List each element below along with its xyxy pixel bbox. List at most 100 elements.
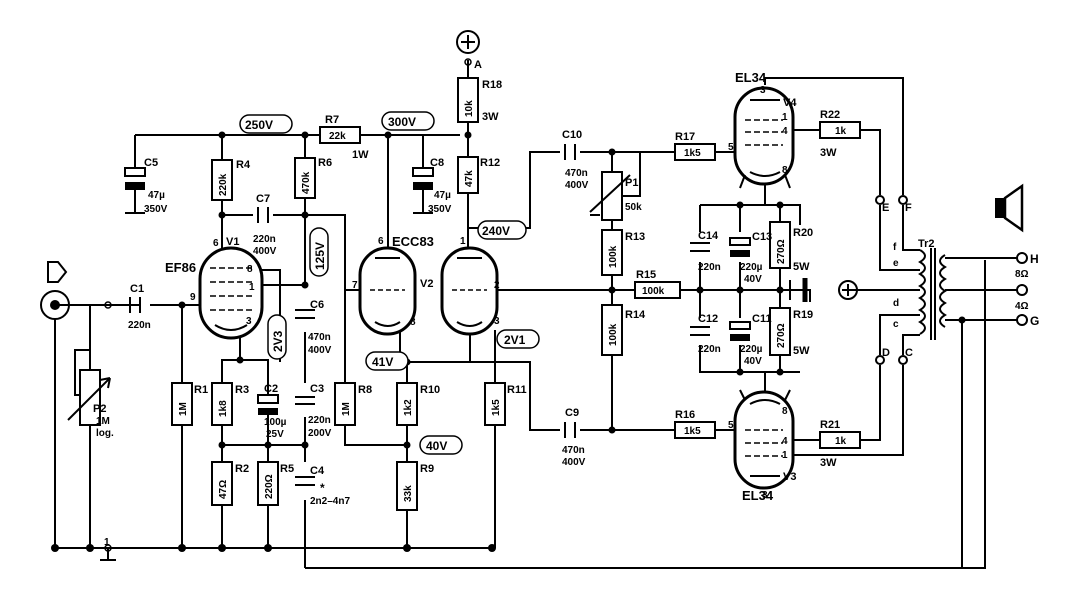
- wiring: [55, 60, 1018, 569]
- text-labels: 250V 300V 240V 125V 2V3 41V 2V1 40V EF86…: [93, 59, 1039, 548]
- tap-c: c: [893, 319, 899, 330]
- tube-label-V1-ref: V1: [226, 236, 239, 248]
- tap-E: E: [882, 202, 889, 214]
- voltage-240: 240V: [482, 224, 510, 238]
- label-C3: C3: [310, 383, 324, 395]
- rating-R21: 3W: [820, 457, 837, 469]
- label-R5: R5: [280, 463, 294, 475]
- label-P1: P1: [625, 177, 638, 189]
- resistor-R19: [769, 307, 791, 356]
- voltage-41: 41V: [372, 355, 393, 369]
- tap-C: C: [905, 347, 913, 359]
- label-R19: R19: [793, 309, 813, 321]
- tube-label-V3-ref: V3: [783, 471, 796, 483]
- label-C8: C8: [430, 157, 444, 169]
- rating-C7: 400V: [253, 246, 277, 257]
- resistor-R7: [319, 126, 361, 144]
- voltage-pills: [239, 111, 540, 455]
- rating-C10: 400V: [565, 180, 589, 191]
- pin-label: 8: [782, 165, 788, 176]
- input-jack: [40, 261, 112, 552]
- label-C9: C9: [565, 407, 579, 419]
- resistor-R6: [294, 157, 316, 199]
- rating-C6: 400V: [308, 345, 332, 356]
- label-R22: R22: [820, 109, 840, 121]
- value-C6: 470n: [308, 332, 331, 343]
- pin-label: 3: [760, 85, 766, 96]
- resistor-R13: [601, 229, 623, 276]
- value-R18: 10k: [464, 100, 475, 117]
- label-C12: C12: [698, 313, 718, 325]
- label-R9: R9: [420, 463, 434, 475]
- value-R22: 1k: [835, 126, 847, 137]
- value-R10: 1k2: [403, 399, 414, 416]
- resistor-R5: [257, 461, 279, 506]
- pin-label: 1: [460, 236, 466, 247]
- tube-V4: [733, 86, 795, 189]
- value-C5: 47µ: [148, 190, 165, 201]
- label-P2: P2: [93, 403, 106, 415]
- mark-C4: *: [320, 481, 325, 495]
- label-C14: C14: [698, 230, 719, 242]
- pin-label: 3: [246, 316, 252, 327]
- label-R20: R20: [793, 227, 813, 239]
- rating-C3: 200V: [308, 428, 332, 439]
- value-R11: 1k5: [491, 399, 502, 416]
- output-8ohm: 8Ω: [1015, 269, 1029, 280]
- label-R17: R17: [675, 131, 695, 143]
- pin-label: 4: [782, 436, 788, 447]
- value-R19: 270Ω: [776, 323, 787, 348]
- output-H: H: [1030, 252, 1039, 266]
- label-R12: R12: [480, 157, 500, 169]
- value-R14: 100k: [608, 323, 619, 346]
- value-R21: 1k: [835, 436, 847, 447]
- ground-label: 1: [104, 537, 110, 548]
- resistor-R18: [457, 77, 479, 123]
- pin-label: 6: [213, 238, 219, 249]
- value-C9: 470n: [562, 445, 585, 456]
- rating-C9: 400V: [562, 457, 586, 468]
- label-R1: R1: [194, 384, 208, 396]
- label-R4: R4: [236, 159, 251, 171]
- resistor-R20: [769, 221, 791, 269]
- label-R18: R18: [482, 79, 502, 91]
- resistor-R3: [211, 382, 233, 426]
- value-R1: 1M: [178, 402, 189, 416]
- output-terminals: [1016, 252, 1028, 326]
- label-R13: R13: [625, 231, 645, 243]
- label-R16: R16: [675, 409, 695, 421]
- label-C10: C10: [562, 129, 582, 141]
- value-C11: 220µ: [740, 344, 763, 355]
- label-R6: R6: [318, 157, 332, 169]
- tap-F: F: [905, 202, 912, 214]
- label-R11: R11: [507, 384, 527, 396]
- tube-label-V2-ref: V2: [420, 278, 433, 290]
- value-R6: 470k: [301, 171, 312, 194]
- resistor-R1: [171, 382, 193, 426]
- pin-label: 9: [190, 292, 196, 303]
- label-C6: C6: [310, 299, 324, 311]
- tube-label-V4-ref: V4: [783, 97, 797, 109]
- value-P1: 50k: [625, 202, 642, 213]
- value-R20: 270Ω: [776, 239, 787, 264]
- resistor-R11: [484, 382, 506, 426]
- label-R21: R21: [820, 419, 840, 431]
- rating-C5: 350V: [144, 204, 168, 215]
- voltage-2v1: 2V1: [504, 333, 526, 347]
- resistor-R8: [334, 382, 356, 426]
- label-R2: R2: [235, 463, 249, 475]
- value-C7: 220n: [253, 234, 276, 245]
- label-C7: C7: [256, 193, 270, 205]
- resistor-R14: [601, 304, 623, 356]
- tube-label-V3-type: EL34: [742, 488, 774, 503]
- label-C2: C2: [264, 383, 278, 395]
- label-C5: C5: [144, 157, 158, 169]
- voltage-125: 125V: [313, 242, 327, 270]
- value-R2: 47Ω: [218, 480, 229, 499]
- pot-P1: [601, 171, 623, 221]
- label-C4: C4: [310, 465, 325, 477]
- pin-label: 4: [782, 126, 788, 137]
- pin-label: 5: [728, 142, 734, 153]
- resistor-R22: [819, 121, 861, 139]
